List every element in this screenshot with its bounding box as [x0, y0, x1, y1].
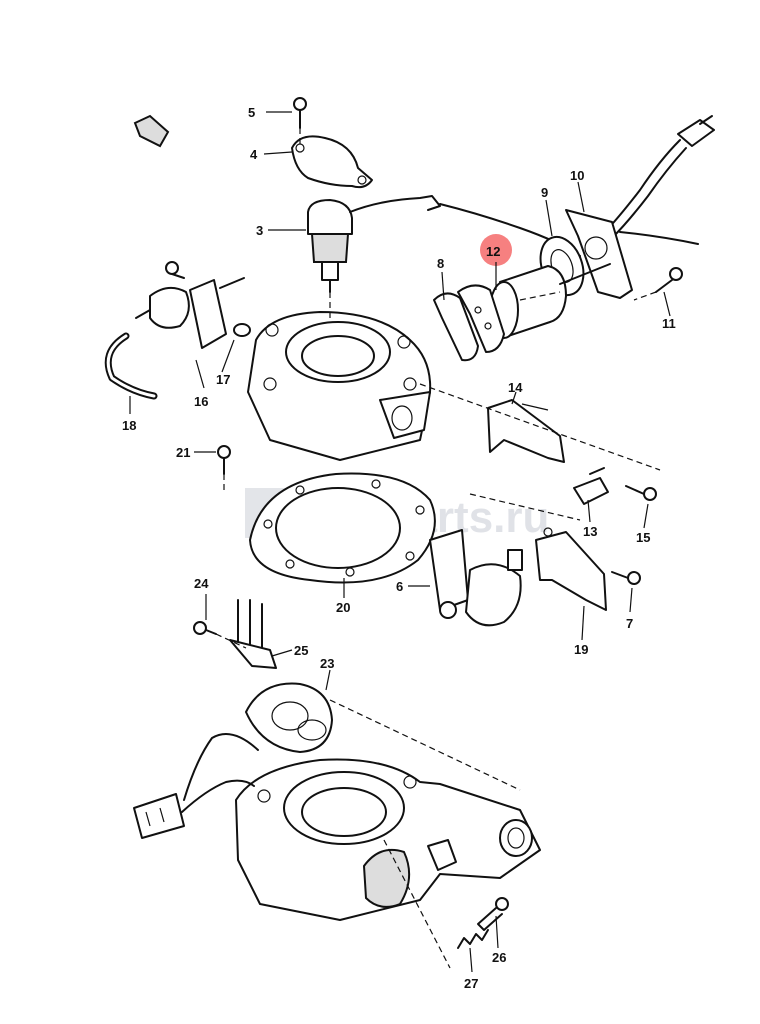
callout-17[interactable]: 17 — [216, 372, 230, 387]
connector-plug[interactable] — [604, 115, 715, 239]
part-4-cover[interactable] — [291, 135, 373, 189]
front-arrow-icon — [133, 114, 170, 148]
part-8-gasket[interactable] — [433, 284, 505, 362]
callout-6[interactable]: 6 — [396, 579, 403, 594]
part-15-screw[interactable] — [625, 485, 657, 501]
callout-20[interactable]: 20 — [336, 600, 350, 615]
callout-23[interactable]: 23 — [320, 656, 334, 671]
wire-harness-connector[interactable] — [133, 733, 259, 839]
callout-15[interactable]: 15 — [636, 530, 650, 545]
part-10-bracket[interactable] — [565, 209, 699, 299]
callout-7[interactable]: 7 — [626, 616, 633, 631]
callout-5[interactable]: 5 — [248, 105, 255, 120]
callout-10[interactable]: 10 — [570, 168, 584, 183]
callout-16[interactable]: 16 — [194, 394, 208, 409]
part-27-spring[interactable] — [457, 929, 489, 949]
callout-25[interactable]: 25 — [294, 643, 308, 658]
callouts: 5 4 3 9 10 12 8 11 17 16 18 21 14 13 15 … — [122, 105, 676, 991]
part-11-screw[interactable] — [655, 267, 683, 293]
callout-8[interactable]: 8 — [437, 256, 444, 271]
callout-4[interactable]: 4 — [250, 147, 258, 162]
highlight-marker — [480, 234, 512, 266]
part-16-valve[interactable] — [135, 261, 245, 349]
callout-13[interactable]: 13 — [583, 524, 597, 539]
part-5-screw[interactable] — [293, 97, 307, 129]
part-7-screw[interactable] — [611, 571, 641, 585]
callout-18[interactable]: 18 — [122, 418, 136, 433]
part-23-gasket[interactable] — [245, 682, 333, 753]
part-25-terminal[interactable] — [229, 599, 277, 669]
part-24-screw[interactable] — [193, 621, 217, 635]
part-20-gasket[interactable] — [249, 472, 436, 584]
callout-27[interactable]: 27 — [464, 976, 478, 991]
part-21-screw[interactable] — [217, 445, 231, 475]
callout-26[interactable]: 26 — [492, 950, 506, 965]
callout-24[interactable]: 24 — [194, 576, 209, 591]
callout-3[interactable]: 3 — [256, 223, 263, 238]
part-19-bracket[interactable] — [535, 527, 607, 611]
callout-12[interactable]: 12 — [486, 244, 500, 259]
part-26-screw[interactable] — [477, 897, 509, 931]
part-3-sensor[interactable] — [307, 195, 581, 293]
assembly-lines — [215, 128, 661, 969]
part-17-ring[interactable] — [233, 323, 251, 337]
callout-leaders — [129, 111, 671, 973]
part-6-actuator[interactable] — [429, 529, 523, 627]
callout-9[interactable]: 9 — [541, 185, 548, 200]
callout-11[interactable]: 11 — [662, 316, 676, 331]
part-18-hose[interactable] — [104, 332, 158, 400]
part-13-clip[interactable] — [573, 467, 609, 505]
callout-14[interactable]: 14 — [508, 380, 523, 395]
callout-21[interactable]: 21 — [176, 445, 190, 460]
part-1-throttle-body-upper[interactable] — [247, 311, 432, 461]
callout-19[interactable]: 19 — [574, 642, 588, 657]
part-1-throttle-body-lower[interactable] — [235, 758, 541, 921]
